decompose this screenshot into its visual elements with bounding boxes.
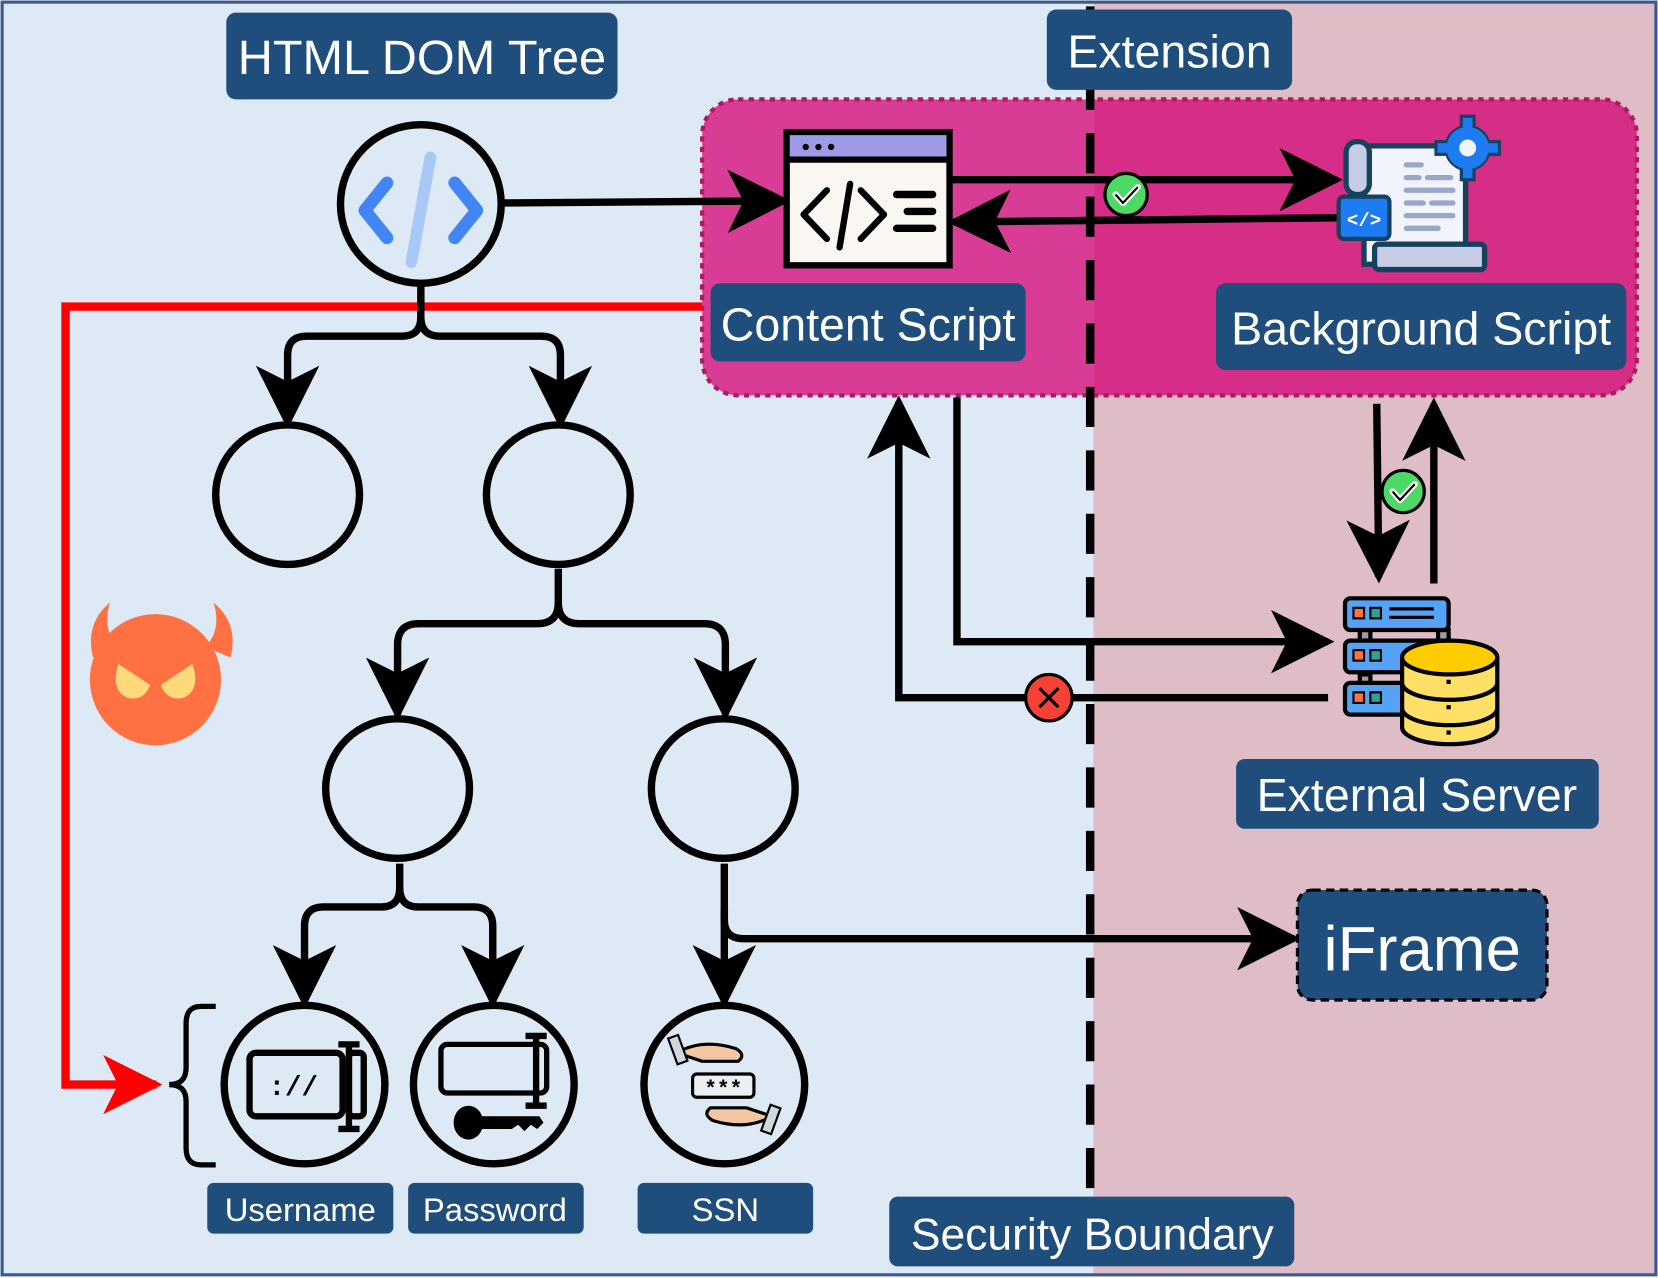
attack-path-line xyxy=(61,302,703,1115)
html-code-icon xyxy=(358,151,484,268)
svg-text:Content Script: Content Script xyxy=(721,298,1016,350)
external-server-label: External Server xyxy=(1236,758,1599,829)
check-circle-icon xyxy=(1103,171,1149,218)
dom-tree-title-text: HTML DOM Tree xyxy=(238,31,606,85)
password-key-icon xyxy=(438,1032,550,1140)
server-database-icon[interactable] xyxy=(1342,596,1500,747)
security-boundary-label: Security Boundary xyxy=(889,1196,1295,1267)
field-group-brace xyxy=(169,1003,216,1168)
extension-title: Extension xyxy=(1046,9,1293,90)
gear-icon xyxy=(1434,114,1501,182)
devil-face-icon xyxy=(89,602,233,746)
password-label: Password xyxy=(408,1182,584,1234)
background-script-icon[interactable]: </> xyxy=(1336,114,1501,273)
svg-text:</>: </> xyxy=(1347,210,1381,232)
ssn-mask-text: *** xyxy=(704,1078,742,1102)
username-input-icon: :// xyxy=(246,1041,367,1133)
x-circle-icon xyxy=(1024,672,1074,723)
background-to-server-arrow xyxy=(1346,403,1410,584)
tree-edges xyxy=(255,283,1301,1009)
dom-tree-title: HTML DOM Tree xyxy=(226,12,618,100)
svg-text:Background Script: Background Script xyxy=(1231,303,1611,355)
svg-text:://: :// xyxy=(269,1073,318,1104)
content-script-label: Content Script xyxy=(710,283,1026,362)
username-field-node[interactable]: :// xyxy=(220,1001,389,1168)
ssn-label: SSN xyxy=(637,1182,814,1234)
content-to-server-arrow xyxy=(953,397,1335,674)
svg-text:Security Boundary: Security Boundary xyxy=(911,1210,1275,1259)
ssn-field-node[interactable]: *** xyxy=(640,1001,809,1168)
dom-root-node[interactable] xyxy=(336,121,505,287)
svg-text:External Server: External Server xyxy=(1257,769,1578,821)
password-field-node[interactable] xyxy=(409,1001,578,1168)
svg-text:SSN: SSN xyxy=(692,1191,759,1228)
svg-text:Username: Username xyxy=(225,1191,376,1228)
iframe-label: iFrame xyxy=(1324,914,1521,984)
svg-text:Password: Password xyxy=(423,1191,567,1228)
dom-node[interactable] xyxy=(212,421,364,569)
dom-node[interactable] xyxy=(482,421,634,569)
extension-title-text: Extension xyxy=(1067,26,1271,78)
dom-node[interactable] xyxy=(647,715,799,863)
server-to-content-arrow-blocked xyxy=(867,395,1329,702)
username-label: Username xyxy=(207,1182,394,1234)
background-to-content-arrow xyxy=(947,189,1337,254)
iframe-box[interactable]: iFrame xyxy=(1295,888,1549,1002)
background-script-label: Background Script xyxy=(1216,283,1627,370)
dom-node[interactable] xyxy=(321,715,474,863)
database-icon xyxy=(1399,638,1500,747)
dom-to-content-script-arrow xyxy=(501,169,791,233)
check-circle-icon xyxy=(1380,468,1426,515)
content-script-icon[interactable] xyxy=(783,128,953,269)
ssn-handshake-icon: *** xyxy=(666,1033,782,1136)
